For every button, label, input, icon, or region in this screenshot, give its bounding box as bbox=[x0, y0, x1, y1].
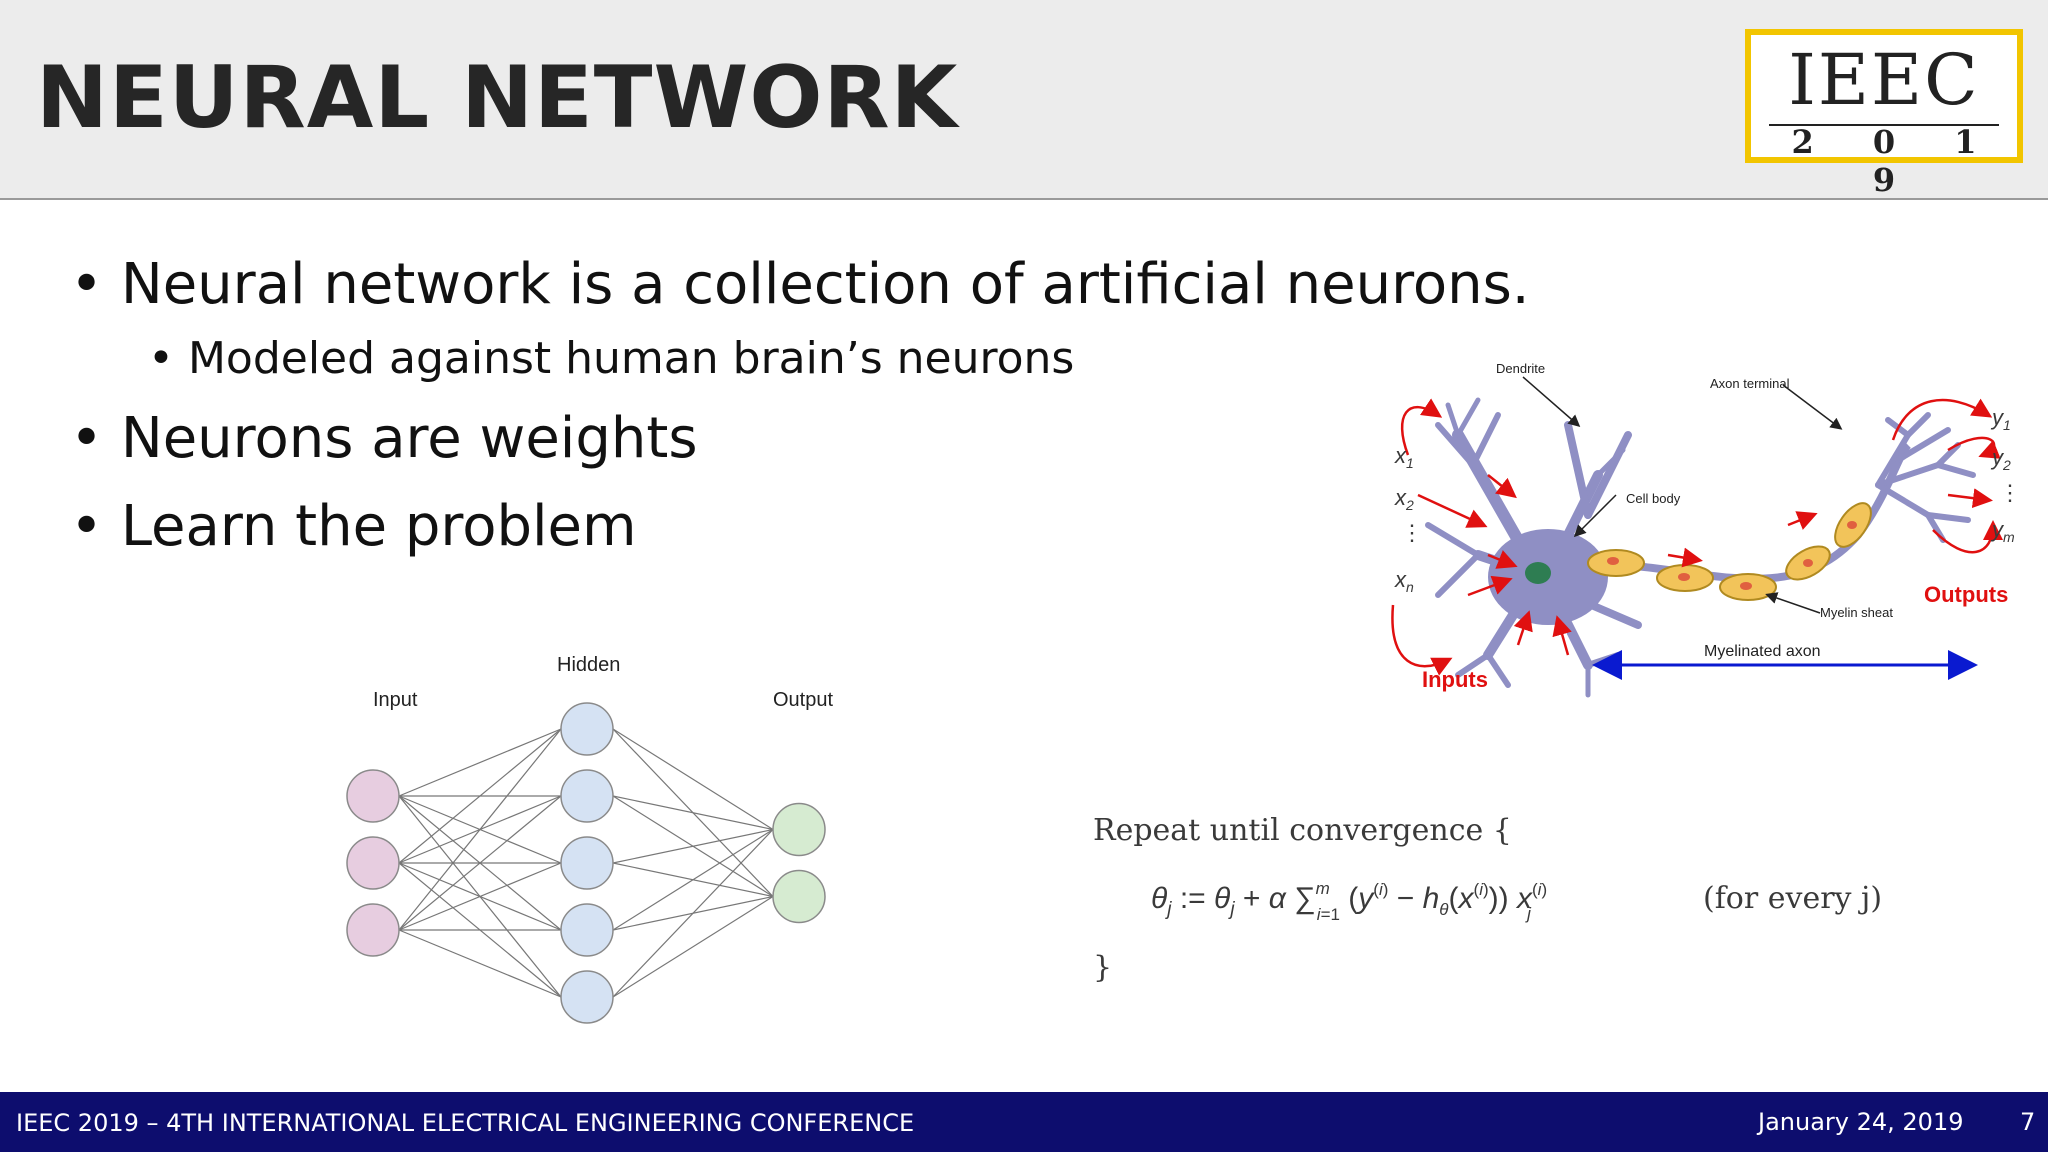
nn-nodes bbox=[346, 702, 826, 1024]
svg-text:ym: ym bbox=[1990, 517, 2015, 545]
signal-arrows bbox=[1391, 398, 2003, 676]
nn-edge bbox=[612, 895, 774, 998]
footer-conference: IEEC 2019 – 4TH INTERNATIONAL ELECTRICAL… bbox=[16, 1109, 915, 1137]
svg-text:y2: y2 bbox=[1990, 445, 2011, 473]
nn-input-label: Input bbox=[373, 689, 418, 711]
svg-text:y1: y1 bbox=[1990, 405, 2011, 433]
label-dendrite: Dendrite bbox=[1496, 361, 1545, 376]
logo-text: IEEC bbox=[1788, 39, 1980, 121]
nucleus bbox=[1525, 562, 1551, 584]
svg-text:x1: x1 bbox=[1394, 443, 1414, 471]
hidden-node bbox=[560, 903, 614, 957]
input-variables: x1 x2 ⋮ xn bbox=[1394, 443, 1423, 595]
input-node bbox=[346, 836, 400, 890]
svg-text:⋮: ⋮ bbox=[1999, 480, 2021, 505]
nn-edges bbox=[398, 728, 774, 998]
nn-edge bbox=[398, 795, 562, 931]
nn-edge bbox=[612, 828, 774, 864]
pointer-lines bbox=[1522, 376, 1843, 614]
nn-edge bbox=[398, 728, 562, 864]
nn-edge bbox=[398, 728, 562, 931]
slide-header: NEURAL NETWORK IEEC 2 0 1 9 bbox=[0, 0, 2048, 200]
nn-edge bbox=[612, 795, 774, 831]
equation-note: (for every j) bbox=[1703, 881, 1882, 916]
output-variables: y1 y2 ⋮ ym bbox=[1990, 405, 2021, 545]
output-node bbox=[772, 802, 826, 857]
output-node bbox=[772, 869, 826, 924]
logo-year: 2 0 1 9 bbox=[1791, 123, 2001, 199]
axon-terminal bbox=[1875, 412, 1976, 543]
label-outputs: Outputs bbox=[1924, 582, 2008, 607]
nn-diagram: Input Hidden Output bbox=[346, 654, 833, 1024]
update-rule-equation: Repeat until convergence { θj := θj + α … bbox=[1093, 813, 1882, 985]
hidden-node bbox=[560, 769, 614, 823]
nn-edge bbox=[398, 728, 562, 797]
label-axon-terminal: Axon terminal bbox=[1710, 376, 1790, 391]
bullet-1: • Neural network is a collection of arti… bbox=[70, 252, 1530, 317]
svg-text:xn: xn bbox=[1394, 567, 1414, 595]
slide-footer: IEEC 2019 – 4TH INTERNATIONAL ELECTRICAL… bbox=[0, 1092, 2048, 1152]
hidden-node bbox=[560, 702, 614, 756]
logo-divider bbox=[1769, 124, 1999, 126]
hidden-node bbox=[560, 836, 614, 890]
nn-edge bbox=[612, 829, 774, 998]
myelin-nuclei bbox=[1607, 521, 1857, 590]
nn-edge bbox=[612, 828, 774, 931]
bullet-2: • Neurons are weights bbox=[70, 406, 698, 471]
bullet-3: • Learn the problem bbox=[70, 494, 637, 559]
myelin-sheaths bbox=[1587, 502, 1872, 601]
neuron-diagram: Dendrite Axon terminal Cell body Myelin … bbox=[1391, 361, 2021, 698]
nn-edge bbox=[398, 862, 562, 931]
footer-date: January 24, 2019 bbox=[1758, 1108, 1964, 1136]
nn-hidden-label: Hidden bbox=[557, 654, 620, 676]
label-inputs: Inputs bbox=[1422, 667, 1488, 692]
svg-text:⋮: ⋮ bbox=[1401, 520, 1423, 545]
ieec-logo: IEEC 2 0 1 9 bbox=[1745, 29, 2023, 199]
input-node bbox=[346, 903, 400, 957]
sub-bullet-1: • Modeled against human brain’s neurons bbox=[148, 333, 1075, 384]
nn-edge bbox=[612, 728, 774, 831]
label-myelinated-axon: Myelinated axon bbox=[1704, 643, 1821, 660]
page-number: 7 bbox=[2020, 1108, 2036, 1136]
label-myelin-sheat: Myelin sheat bbox=[1820, 605, 1893, 620]
svg-text:x2: x2 bbox=[1394, 485, 1414, 513]
equation-line-1: Repeat until convergence { bbox=[1093, 813, 1512, 848]
equation-line-3: } bbox=[1093, 950, 1112, 985]
nn-edge bbox=[398, 929, 562, 998]
label-cell-body: Cell body bbox=[1626, 491, 1681, 506]
input-node bbox=[346, 769, 400, 823]
svg-text:θj := θj + α ∑mi=1 (y(i) − hθ(: θj := θj + α ∑mi=1 (y(i) − hθ(x(i))) x(i… bbox=[1151, 879, 1547, 924]
hidden-node bbox=[560, 970, 614, 1024]
slide-title: NEURAL NETWORK bbox=[36, 48, 959, 148]
nn-output-label: Output bbox=[773, 689, 833, 711]
